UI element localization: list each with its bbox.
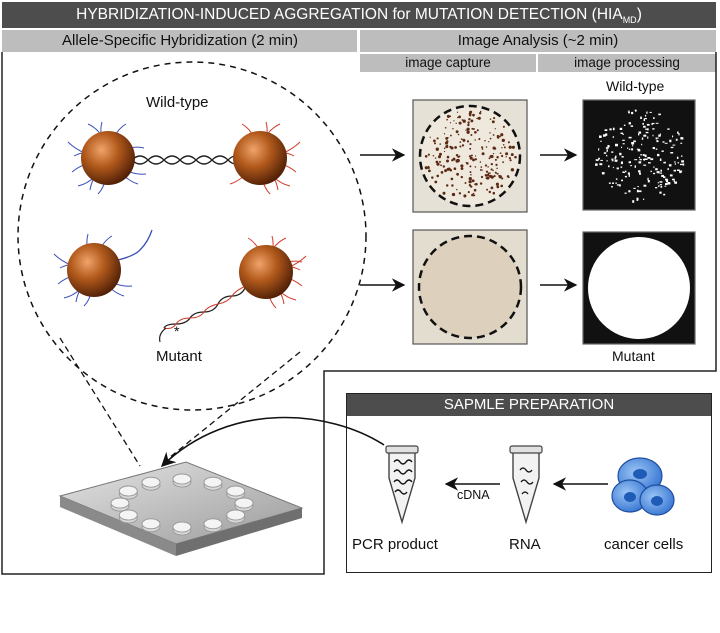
mutant-particle-pair: * — [53, 229, 307, 343]
mutant-bead-right — [239, 245, 293, 299]
wildtype-result-label: Wild-type — [606, 78, 665, 94]
mutation-star: * — [174, 323, 180, 339]
mutant-inset-label: Mutant — [156, 348, 202, 365]
rna-tube-icon — [509, 445, 543, 525]
sample-prep-box — [346, 393, 712, 573]
mutant-result-label: Mutant — [612, 348, 655, 364]
mutant-bead-left — [67, 243, 121, 297]
cdna-label: cDNA — [457, 488, 490, 502]
pcr-product-label: PCR product — [352, 536, 438, 553]
wildtype-bead-right — [233, 131, 287, 185]
mutant-free-strand — [107, 229, 153, 263]
wildtype-bead-left — [81, 131, 135, 185]
magnified-view-circle — [17, 61, 367, 411]
rna-label: RNA — [509, 536, 541, 553]
processed-wildtype-image — [582, 99, 696, 211]
microfluidic-chip — [58, 461, 304, 556]
wildtype-particle-pair — [67, 121, 301, 195]
sample-prep-title: SAPMLE PREPARATION — [347, 394, 711, 416]
analysis-header: Image Analysis (~2 min) — [360, 30, 716, 52]
arrow-sample-to-chip — [160, 416, 385, 468]
processing-header: image processing — [538, 54, 716, 72]
wildtype-inset-label: Wild-type — [146, 94, 209, 111]
hybridization-header: Allele-Specific Hybridization (2 min) — [2, 30, 358, 52]
cancer-cells-label: cancer cells — [604, 536, 684, 553]
capture-header: image capture — [360, 54, 536, 72]
title-close: ) — [636, 6, 642, 23]
title-subscript: MD — [622, 15, 637, 26]
capture-mutant-image — [412, 229, 528, 345]
title-text: HYBRIDIZATION-INDUCED AGGREGATION for MU… — [76, 6, 623, 23]
cancer-cells-icon — [611, 457, 675, 516]
wildtype-helix — [131, 155, 243, 165]
mutant-helix — [163, 285, 247, 329]
pcr-tube-icon — [385, 445, 419, 525]
processed-mutant-image — [582, 231, 696, 345]
figure-title: HYBRIDIZATION-INDUCED AGGREGATION for MU… — [2, 2, 716, 28]
capture-wildtype-image — [412, 99, 528, 213]
